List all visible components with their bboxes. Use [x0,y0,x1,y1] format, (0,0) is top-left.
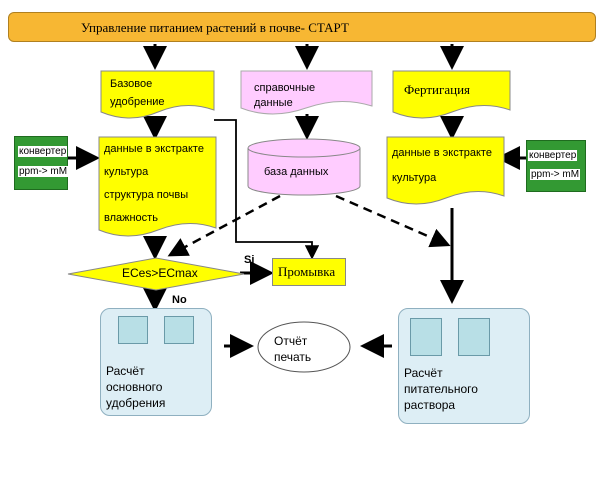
calc-base-cell-1 [118,316,148,344]
converter-right-line1: конвертер [528,150,578,161]
base-fertilizer-box [100,70,215,119]
dashed-database-to-decision [167,194,281,257]
calc-solution-line3: раствора [404,398,456,412]
reference-data-box [240,70,373,115]
decision-label: ECes>ECmax [122,266,198,280]
extract-right-row1: данные в экстракте [392,147,492,159]
calc-base-line1: Расчёт [106,364,145,378]
calc-base-cell-2 [164,316,194,344]
flush-label: Промывка [278,264,336,279]
reference-line1: справочные [254,82,316,94]
calc-solution-line2: питательного [404,382,478,396]
extract-left-row2: культура [104,166,149,178]
converter-left-line1: конвертер [18,146,68,157]
header-title: Управление питанием растений в почве- СТ… [81,20,349,35]
extract-left-row3: структура почвы [104,189,189,201]
fertigation-box [392,70,511,119]
extract-right-box [386,136,505,205]
calc-base-line2: основного [106,380,163,394]
calc-solution-cell-2 [458,318,490,356]
base-fertilizer-line2: удобрение [110,96,165,108]
flush-box [272,258,346,286]
calc-base-line3: удобрения [106,396,166,410]
line-base-to-flush [214,119,320,260]
calc-solution-cell-1 [410,318,442,356]
report-line1: Отчёт [274,334,308,348]
extract-right-row2: культура [392,172,437,184]
reference-line2: данные [254,97,293,109]
converter-right [526,140,586,192]
database-cylinder [247,138,361,196]
report-line2: печать [274,350,312,364]
converter-left-line2: ppm-> mM [18,166,69,177]
database-label: база данных [264,166,329,178]
dashed-database-to-solution [335,194,451,248]
header-bar: Управление питанием растений в почве- СТ… [8,12,596,42]
decision-no-label: No [172,294,187,306]
extract-left-row1: данные в экстракте [104,143,204,155]
base-fertilizer-line1: Базовое [110,78,153,90]
calc-solution-line1: Расчёт [404,366,443,380]
fertigation-label: Фертигация [404,82,471,97]
extract-left-row4: влажность [104,212,158,224]
converter-right-line2: ppm-> mM [530,169,581,180]
report-ellipse [257,321,351,373]
converter-left [14,136,68,190]
decision-diamond [67,257,245,291]
extract-left-box [98,136,217,237]
decision-yes-label: Si [244,254,255,266]
